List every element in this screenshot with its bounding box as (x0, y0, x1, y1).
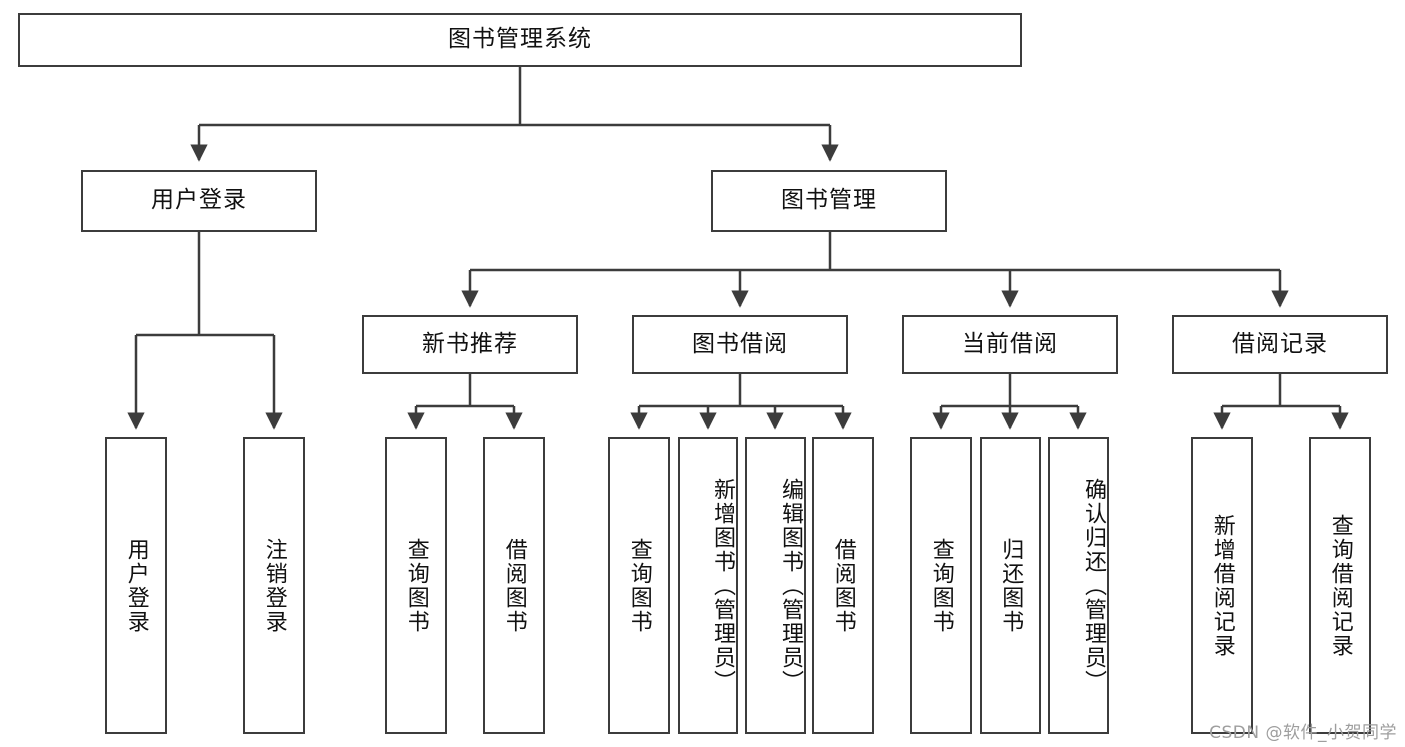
leaf-query-borrow-record[interactable]: 查询借阅记录 (1309, 437, 1371, 734)
node-label: 图书管理系统 (448, 26, 592, 53)
node-root-system[interactable]: 图书管理系统 (18, 13, 1022, 67)
node-new-book-recommend[interactable]: 新书推荐 (362, 315, 578, 374)
node-book-borrow[interactable]: 图书借阅 (632, 315, 848, 374)
leaf-return-book[interactable]: 归还图书 (980, 437, 1041, 734)
node-label: 新增图书（管理员） (710, 477, 735, 694)
node-label: 查询借阅记录 (1327, 513, 1353, 658)
leaf-add-book-admin[interactable]: 新增图书（管理员） (678, 437, 738, 734)
leaf-query-book-recommend[interactable]: 查询图书 (385, 437, 447, 734)
node-label: 借阅记录 (1232, 330, 1328, 357)
leaf-query-book-current[interactable]: 查询图书 (910, 437, 972, 734)
node-label: 查询图书 (403, 537, 429, 634)
node-label: 编辑图书（管理员） (778, 477, 803, 694)
node-label: 当前借阅 (962, 330, 1058, 357)
node-label: 确认归还（管理员） (1081, 477, 1106, 694)
leaf-borrow-book[interactable]: 借阅图书 (812, 437, 874, 734)
node-label: 借阅图书 (501, 537, 527, 634)
node-label: 归还图书 (998, 537, 1024, 634)
node-label: 借阅图书 (830, 537, 856, 634)
node-borrow-record[interactable]: 借阅记录 (1172, 315, 1388, 374)
node-book-management[interactable]: 图书管理 (711, 170, 947, 232)
node-user-login[interactable]: 用户登录 (81, 170, 317, 232)
leaf-borrow-book-recommend[interactable]: 借阅图书 (483, 437, 545, 734)
node-label: 用户登录 (151, 187, 247, 214)
leaf-confirm-return-admin[interactable]: 确认归还（管理员） (1048, 437, 1109, 734)
node-label: 新书推荐 (422, 330, 518, 357)
leaf-logout[interactable]: 注销登录 (243, 437, 305, 734)
csdn-watermark: CSDN @软件_小贺同学 (1209, 723, 1397, 743)
node-label: 图书借阅 (692, 330, 788, 357)
node-label: 注销登录 (261, 537, 287, 634)
leaf-edit-book-admin[interactable]: 编辑图书（管理员） (745, 437, 806, 734)
leaf-query-book-borrow[interactable]: 查询图书 (608, 437, 670, 734)
node-label: 图书管理 (781, 187, 877, 214)
node-current-borrow[interactable]: 当前借阅 (902, 315, 1118, 374)
node-label: 查询图书 (626, 537, 652, 634)
leaf-add-borrow-record[interactable]: 新增借阅记录 (1191, 437, 1253, 734)
node-label: 用户登录 (123, 537, 149, 634)
node-label: 新增借阅记录 (1209, 513, 1235, 658)
leaf-user-login[interactable]: 用户登录 (105, 437, 167, 734)
node-label: 查询图书 (928, 537, 954, 634)
